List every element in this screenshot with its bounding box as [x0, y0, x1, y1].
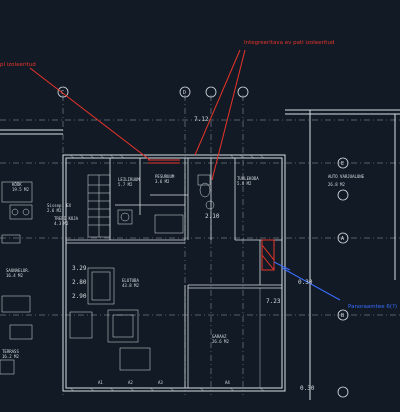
room-area: 26.6 M2 — [212, 339, 229, 344]
grid-bubble-label: E — [341, 161, 344, 167]
outer-walls — [0, 109, 400, 400]
room-area: 43.8 M2 — [122, 283, 139, 288]
bottom-codes: A1 A2 A3 A4 — [98, 380, 230, 385]
room-name: TUULEKODA — [237, 176, 259, 181]
grid-bubble-label: D — [183, 90, 186, 96]
level-marker: 7.12 — [194, 116, 209, 123]
annotation-top-center: Integreeritava ev pati izoleeritud — [244, 40, 334, 46]
wall-code: A2 — [128, 380, 133, 385]
grid-bubbles — [57, 86, 349, 398]
room-area: 3.6 M2 — [155, 179, 170, 184]
room-labels: KÖÖK 19.5 M2 Sissep. EX 2.6 M2 TREPI KOJ… — [2, 174, 365, 359]
room-area: 2.6 M2 — [47, 208, 62, 213]
room-name: TREPI KOJA — [54, 216, 79, 221]
kitchen-fixtures — [1, 181, 33, 244]
room-area: 5.8 M2 — [237, 181, 252, 186]
wall-code: A3 — [158, 380, 163, 385]
room-area: 16.2 M2 — [2, 354, 19, 359]
level-marker: 0.30 — [300, 385, 315, 392]
room-area: 26.8 M2 — [328, 182, 345, 187]
level-marker: 7.23 — [266, 298, 281, 305]
level-markers: 7.12 2.10 3.29 2.80 2.90 0.30 7.23 0.30 — [72, 116, 315, 392]
level-marker: 3.29 — [72, 265, 87, 272]
interior-walls — [66, 158, 282, 388]
room-name: SAUNAELUR. — [6, 268, 30, 273]
room-area: 16.4 M2 — [6, 273, 23, 278]
room-name: TERRASS — [2, 349, 19, 354]
wall-code: A4 — [225, 380, 230, 385]
room-area: 19.5 M2 — [12, 187, 29, 192]
level-marker: 2.80 — [72, 279, 87, 286]
grid-bubble-label: B — [341, 313, 344, 319]
staircase — [87, 174, 111, 238]
level-marker: 2.10 — [205, 213, 220, 220]
grid-lines — [0, 95, 400, 395]
wall-code: A1 — [98, 380, 103, 385]
level-marker: 0.30 — [298, 279, 313, 286]
level-marker: 2.90 — [72, 293, 87, 300]
room-name: AUTO VARJUALUNE — [328, 174, 365, 179]
living-room-furniture — [0, 267, 151, 375]
room-name: ELUTUBA — [122, 278, 139, 283]
blue-markup — [273, 261, 341, 301]
room-name: GARAAZ — [212, 334, 227, 339]
annotation-top-left: pl izoleeritud — [0, 62, 36, 68]
room-name: LEILIRUUM — [118, 177, 140, 182]
room-area: 4.3 M2 — [54, 221, 69, 226]
room-name: Sissep. EX — [47, 203, 72, 208]
annotation-right: Panoraamtee 6(?) — [348, 304, 397, 310]
red-markup — [29, 49, 275, 271]
room-area: 5.7 M2 — [118, 182, 133, 187]
room-name: PESURUUM — [155, 174, 175, 179]
wall-hatching — [69, 154, 265, 392]
grid-bubble-label: A — [341, 236, 344, 242]
bathroom-fixtures — [117, 174, 215, 234]
room-name: KÖÖK — [12, 182, 22, 187]
